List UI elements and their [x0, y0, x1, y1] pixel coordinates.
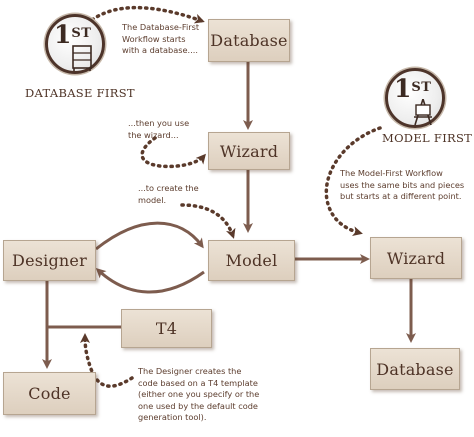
t4-box[interactable]: T4	[121, 309, 212, 348]
database-first-badge: 1ST	[45, 14, 105, 74]
database-first-caption: DATABASE FIRST	[25, 86, 135, 100]
model-first-badge-ordinal: 1ST	[394, 76, 431, 101]
easel-icon	[414, 99, 432, 125]
arrow-designer-to-model-curve	[95, 221, 204, 251]
model-first-badge: 1ST	[385, 68, 445, 128]
note-then-wizard: ...then you use the wizard...	[128, 118, 190, 140]
badge-suffix: ST	[411, 80, 432, 95]
note-to-create: ...to create the model.	[138, 183, 199, 205]
dotted-arrow-designer-creates	[80, 333, 134, 388]
dotted-arrow-then-wizard	[140, 136, 206, 169]
database-box-top[interactable]: Database	[208, 19, 290, 62]
code-box[interactable]: Code	[3, 372, 96, 415]
wizard-box-right[interactable]: Wizard	[370, 237, 462, 279]
badge-number: 1	[394, 74, 412, 103]
badge-number: 1	[54, 20, 72, 49]
note-designer-creates: The Designer creates the code based on a…	[138, 366, 260, 423]
badge-suffix: ST	[71, 26, 92, 41]
model-box[interactable]: Model	[208, 240, 295, 281]
note-model-first: The Model-First Workflow uses the same b…	[340, 168, 465, 202]
note-db-first: The Database-First Workflow starts with …	[122, 22, 200, 56]
database-first-badge-ordinal: 1ST	[54, 22, 91, 47]
arrow-model-to-designer-curve	[95, 267, 205, 294]
designer-box[interactable]: Designer	[3, 240, 96, 281]
dotted-arrow-model-first	[324, 126, 382, 237]
wizard-box-left[interactable]: Wizard	[208, 132, 290, 170]
furniture-icon	[72, 45, 92, 71]
database-box-bottom[interactable]: Database	[370, 348, 460, 390]
dotted-arrow-to-create	[180, 203, 236, 239]
model-first-caption: MODEL FIRST	[382, 131, 473, 145]
